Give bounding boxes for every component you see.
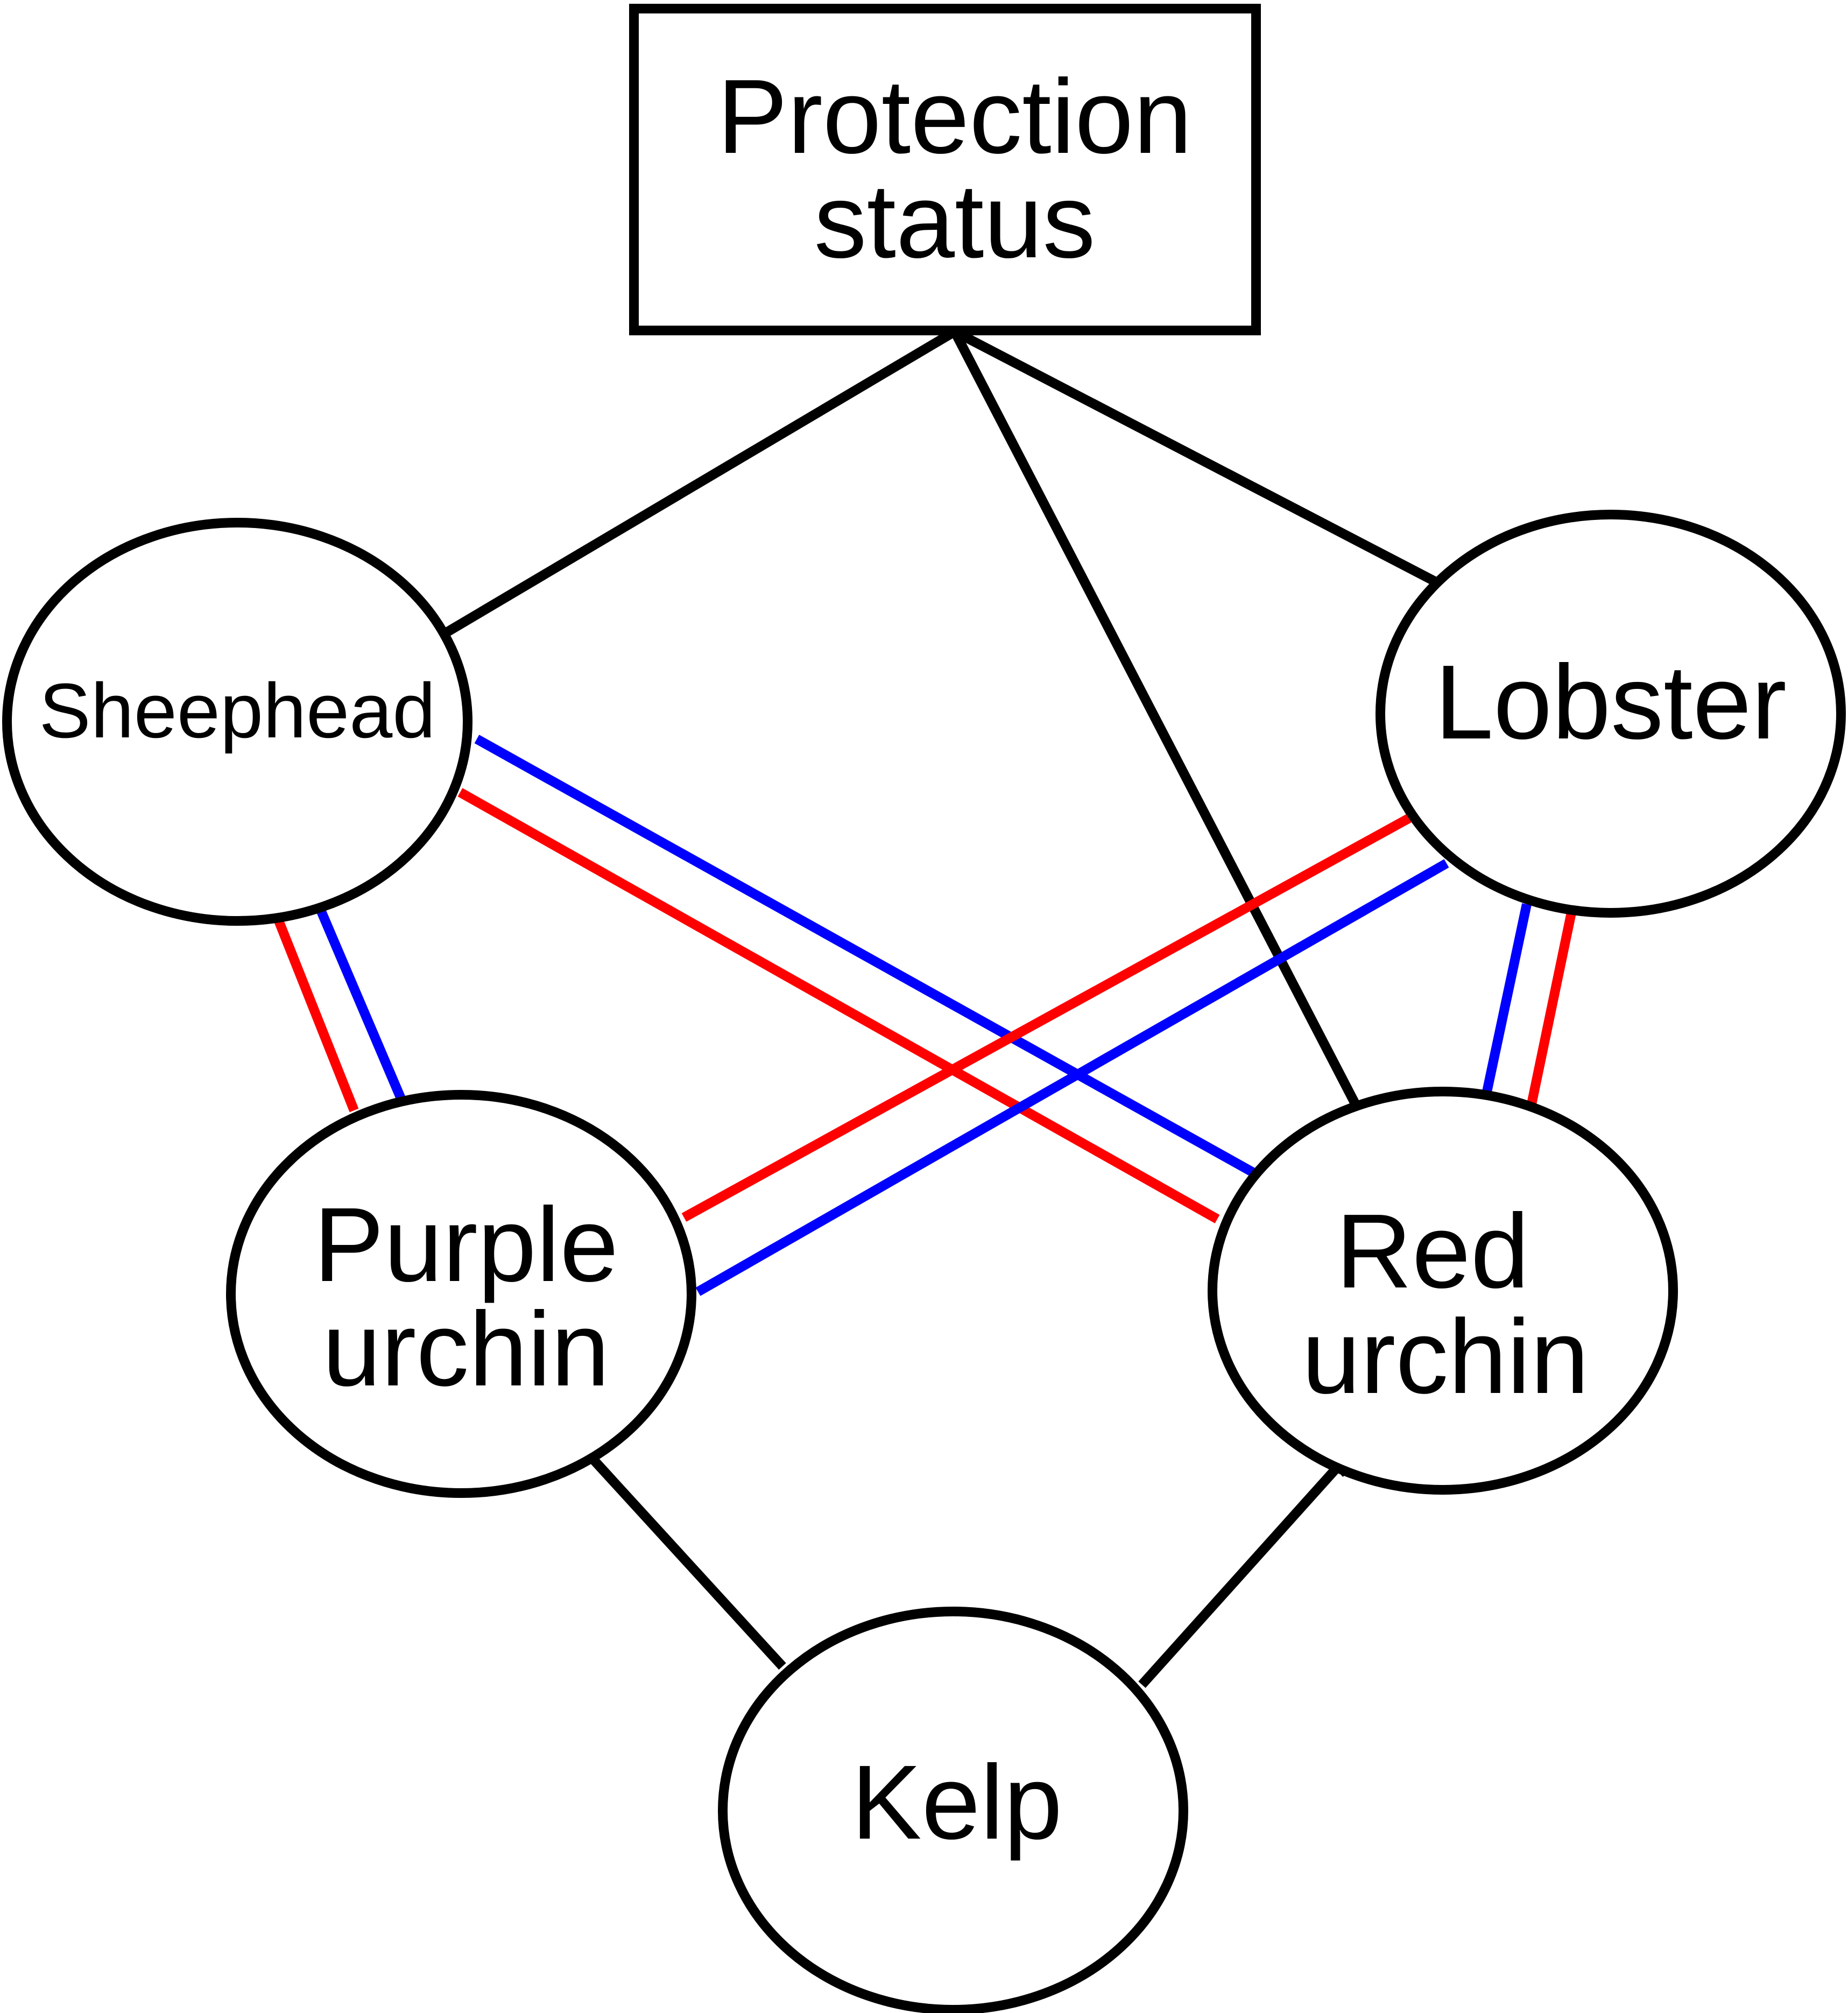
protection-status-label-line1: Protection	[717, 58, 1192, 175]
red-urchin-ellipse	[1208, 1087, 1678, 1495]
edge-sheephead-to-purple-urchin-blue	[314, 904, 406, 1102]
node-lobster: Lobster	[1376, 510, 1846, 918]
purple-urchin-label-line1: Purple	[314, 1186, 619, 1304]
sheephead-ellipse	[2, 518, 472, 926]
edge-sheephead-to-red-urchin-blue	[474, 735, 1255, 1177]
edge-lobster-to-purple-urchin-blue	[695, 859, 1449, 1296]
sheephead-label: Sheephead	[39, 667, 436, 754]
lobster-label: Lobster	[1435, 643, 1787, 761]
edge-protection-to-sheephead	[443, 327, 957, 637]
edge-lobster-to-purple-urchin-red	[681, 812, 1415, 1222]
edges	[273, 327, 1577, 1688]
red-urchin-label-line2: urchin	[1302, 1298, 1589, 1416]
node-sheephead: Sheephead	[2, 518, 472, 926]
edge-purple-urchin-to-kelp	[589, 1455, 786, 1670]
node-kelp: Kelp	[718, 1607, 1188, 2013]
protection-status-label-line2: status	[814, 162, 1096, 280]
node-red-urchin: Red urchin	[1208, 1087, 1678, 1495]
protection-status-box	[629, 4, 1261, 335]
node-purple-urchin: Purple urchin	[226, 1090, 696, 1498]
red-urchin-label-line1: Red	[1336, 1192, 1529, 1310]
edge-sheephead-to-purple-urchin-red	[273, 916, 359, 1113]
purple-urchin-ellipse	[226, 1090, 696, 1498]
edge-lobster-to-red-urchin-red	[1526, 906, 1577, 1108]
node-protection-status: Protection status	[629, 4, 1261, 335]
nodes: Protection status Sheephead Lobster Purp…	[2, 4, 1846, 2013]
edge-protection-to-red-urchin	[950, 329, 1360, 1107]
kelp-label: Kelp	[851, 1743, 1062, 1861]
edge-protection-to-lobster	[952, 327, 1437, 586]
purple-urchin-label-line2: urchin	[322, 1290, 610, 1408]
edge-red-urchin-to-kelp	[1138, 1458, 1346, 1688]
kelp-ellipse	[718, 1607, 1188, 2013]
edge-lobster-to-red-urchin-blue	[1482, 903, 1532, 1095]
edge-sheephead-to-red-urchin-red	[457, 788, 1220, 1223]
lobster-ellipse	[1376, 510, 1846, 918]
